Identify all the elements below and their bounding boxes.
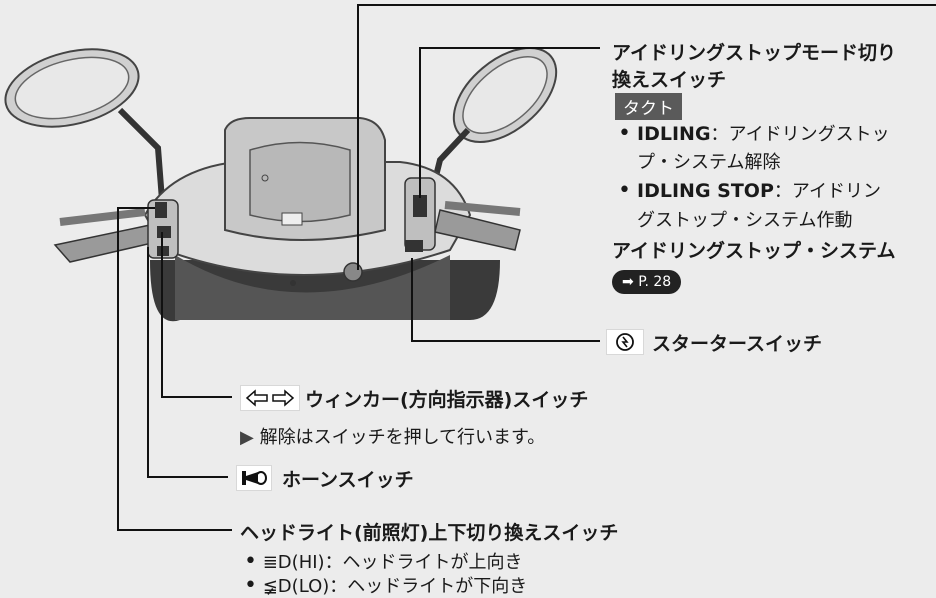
left-mirror: [4, 48, 165, 201]
starter-icon: [606, 329, 644, 355]
horn-icon: [236, 465, 272, 491]
triangle-right-icon: ▶: [240, 427, 254, 448]
idling-system-ref-label: アイドリングストップ・システム: [612, 240, 896, 262]
page-reference-link[interactable]: ➡ P. 28: [612, 270, 682, 294]
headlight-switch-label: ヘッドライト(前照灯)上下切り換えスイッチ: [240, 522, 619, 544]
model-tag: タクト: [615, 93, 682, 120]
horn-switch-label: ホーンスイッチ: [282, 469, 414, 491]
hi-mode: (HI): [291, 552, 325, 573]
bullet-icon: •: [618, 178, 631, 203]
bullet-icon: •: [244, 549, 257, 574]
arrow-right-icon: ➡: [622, 274, 634, 290]
turn-signal-icon: [240, 385, 300, 411]
leader-lines: [117, 4, 936, 531]
list-item-headlight-lo: • ≨D(LO)：ヘッドライトが下向き: [244, 572, 527, 598]
bullet-icon: •: [618, 121, 631, 146]
idling-desc-line1: ：アイドリングストッ: [710, 124, 890, 145]
lo-mode: (LO): [291, 576, 330, 597]
page-ref-text: P. 28: [638, 274, 672, 290]
idling-stop-key: IDLING STOP: [637, 180, 774, 202]
turn-signal-note: ▶ 解除はスイッチを押して行います。: [240, 423, 545, 449]
list-item-idling: • IDLING：アイドリングストッ: [618, 120, 890, 146]
turn-signal-switch-label: ウィンカー(方向指示器)スイッチ: [305, 389, 589, 411]
idling-switch-title-line2: 換えスイッチ: [612, 69, 727, 91]
bullet-icon: •: [244, 573, 257, 598]
hi-desc: ：ヘッドライトが上向き: [324, 552, 523, 573]
turn-signal-note-text: 解除はスイッチを押して行います。: [259, 427, 546, 448]
starter-switch-label: スタータースイッチ: [652, 333, 823, 355]
list-item-idling-stop: • IDLING STOP：アイドリン: [618, 177, 881, 203]
idling-key: IDLING: [637, 123, 711, 145]
idling-switch-title-line1: アイドリングストップモード切り: [612, 42, 897, 64]
idling-desc-line2: プ・システム解除: [637, 152, 781, 173]
right-mirror: [427, 47, 558, 201]
high-beam-icon: ≣D: [262, 552, 292, 573]
list-item-headlight-hi: • ≣D(HI)：ヘッドライトが上向き: [244, 548, 523, 574]
lo-desc: ：ヘッドライトが下向き: [329, 576, 528, 597]
low-beam-icon: ≨D: [262, 576, 292, 597]
idling-stop-desc-line1: ：アイドリン: [773, 181, 881, 202]
idling-stop-desc-line2: グストップ・システム作動: [637, 210, 853, 231]
